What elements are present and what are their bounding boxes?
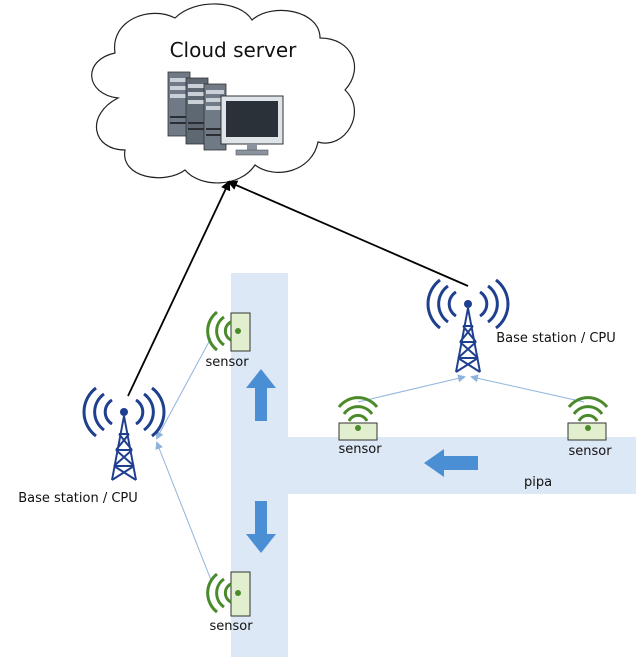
flow-arrow-up-icon — [246, 369, 276, 421]
base-station-right-icon — [426, 278, 510, 373]
base-station-right-label: Base station / CPU — [496, 331, 616, 346]
uplink-right — [227, 180, 469, 287]
uplink-arrows — [127, 180, 469, 397]
monitor-icon — [220, 95, 284, 156]
sensor-bottom-label: sensor — [209, 619, 253, 634]
sensor-right-label: sensor — [568, 444, 612, 459]
flow-arrow-left-icon — [424, 449, 478, 477]
base-station-left-icon — [82, 386, 166, 481]
base-station-left-label: Base station / CPU — [18, 491, 138, 506]
server-rack-icon — [167, 71, 284, 156]
cloud-server-label: Cloud server — [170, 38, 298, 62]
sensor-right-icon — [567, 396, 609, 441]
sensor-top-label: sensor — [205, 355, 249, 370]
sensor-top-icon — [206, 310, 251, 352]
sensor-bottom-icon — [206, 571, 251, 617]
uplink-left — [127, 180, 231, 397]
sensor-links — [155, 337, 585, 581]
pipe-label: pipa — [524, 475, 552, 490]
sensor-middle-icon — [337, 396, 379, 441]
server-tower-1 — [167, 71, 191, 137]
server-tower-2 — [185, 77, 209, 145]
flow-arrow-down-icon — [246, 501, 276, 553]
sensor-middle-label: sensor — [338, 442, 382, 457]
